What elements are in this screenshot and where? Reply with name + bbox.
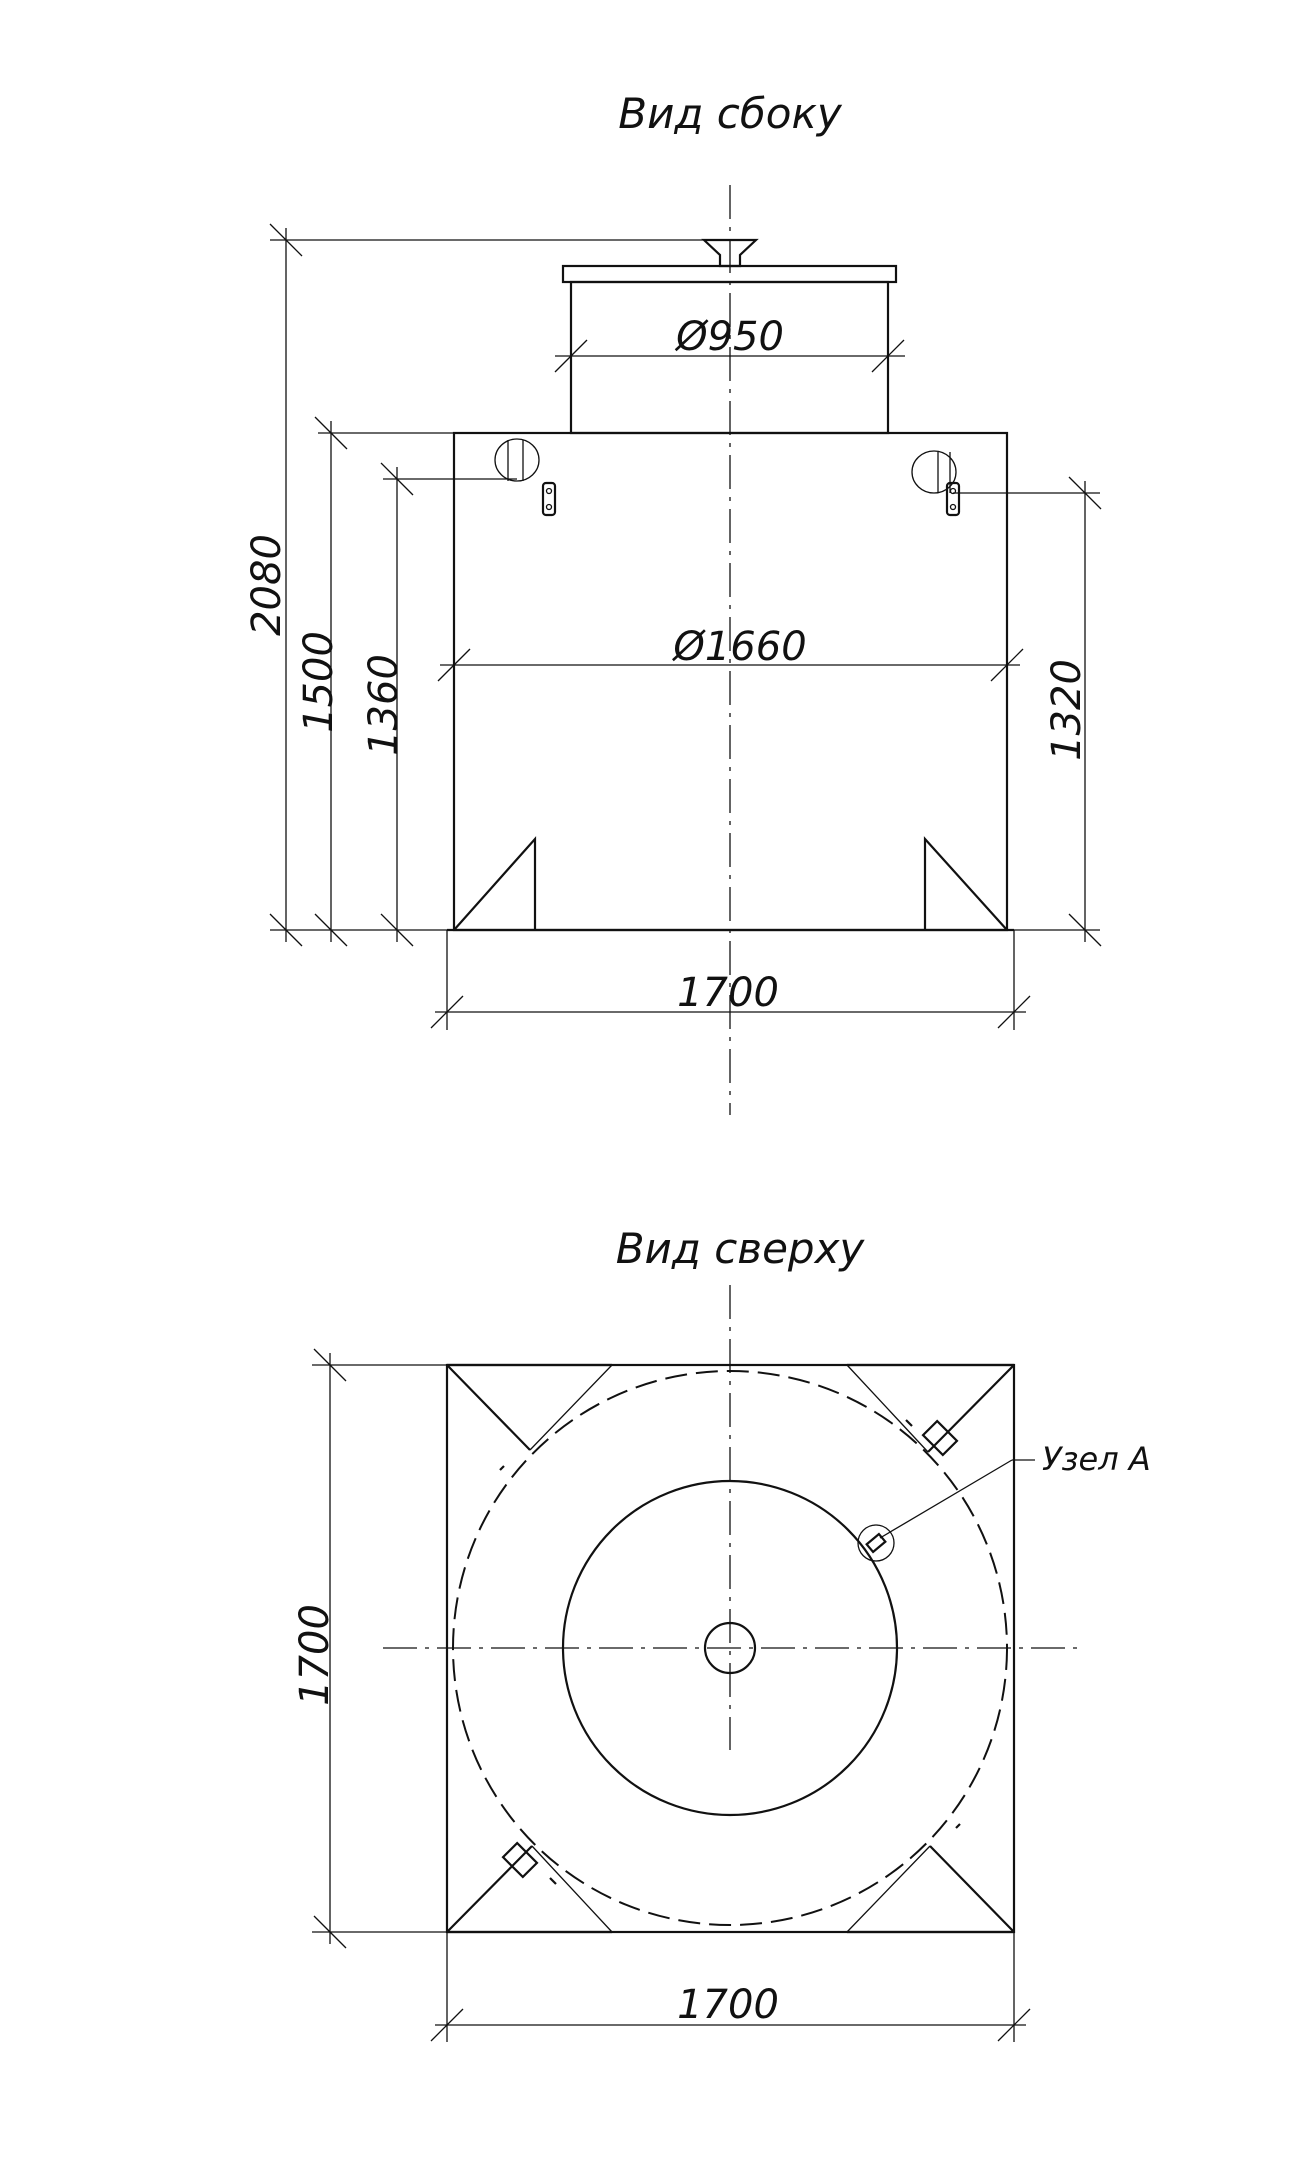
corner-gusset-bl [446, 1845, 612, 1934]
dimension-1700-vertical: 1700 [292, 1348, 447, 1949]
top-view-title: Вид сверху [616, 1224, 866, 1273]
dimension-d950: Ø950 [554, 314, 905, 373]
lug-bottom-left [501, 1841, 557, 1885]
dimension-1360: 1360 [361, 462, 517, 947]
corner-gusset-tl [446, 1363, 612, 1451]
gusset-right [923, 836, 1008, 931]
node-a-callout: Узел А [857, 1440, 1151, 1562]
dimension-2080: 2080 [244, 223, 730, 947]
base-plate [445, 1363, 1016, 1934]
body-outline-hidden [452, 1370, 1008, 1926]
lifting-lug-right [911, 450, 961, 517]
dim-height-lug-left: 1360 [361, 654, 407, 756]
neck-circle [561, 1479, 899, 1817]
side-view: Вид сбоку [244, 89, 1102, 1115]
corner-gusset-br [847, 1845, 1015, 1934]
lifting-lug-left [494, 438, 557, 517]
node-a-label: Узел А [1042, 1440, 1151, 1478]
top-view: Вид сверху [292, 1224, 1151, 2042]
gusset-hypotenuses [529, 1364, 931, 1933]
dimension-1700-side: 1700 [430, 930, 1031, 1030]
dim-diameter-body: Ø1660 [671, 624, 806, 670]
rim-tick-marks [499, 1465, 961, 1829]
dim-diameter-neck: Ø950 [674, 314, 784, 360]
dimension-1500: 1500 [296, 416, 454, 947]
dim-height-lug-right: 1320 [1044, 659, 1090, 761]
handle-circle [703, 1621, 757, 1675]
dimension-1320: 1320 [953, 476, 1102, 947]
gusset-left [453, 836, 537, 931]
side-view-title: Вид сбоку [618, 89, 843, 138]
dim-height-top: 1700 [292, 1604, 338, 1706]
lug-top-right [905, 1419, 959, 1457]
dimension-d1660: Ø1660 [437, 624, 1024, 682]
dim-height-body: 1500 [296, 631, 342, 733]
dimension-1700-horizontal: 1700 [430, 1932, 1031, 2042]
dim-width-top: 1700 [677, 1982, 779, 2028]
dim-height-total: 2080 [244, 534, 290, 636]
plate-edge-marks [446, 1422, 1015, 1875]
corner-gusset-tr [847, 1363, 1015, 1453]
dim-width-side: 1700 [677, 970, 779, 1016]
node-a-circle [857, 1524, 895, 1562]
